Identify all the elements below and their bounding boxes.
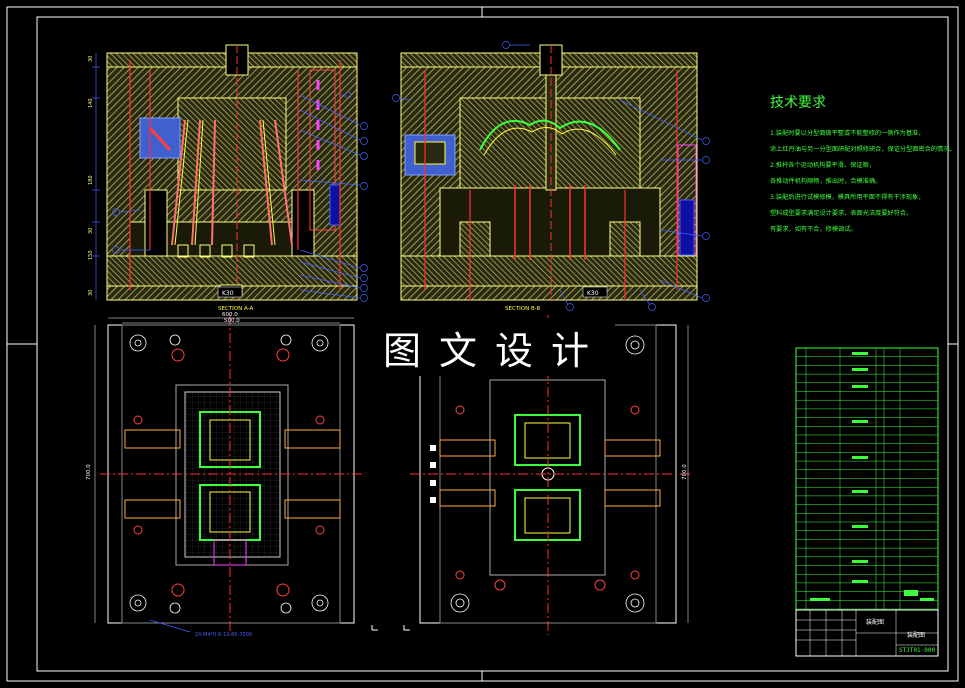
tech-req-line: 1.装配时要以分型面做平整或不能整修的一侧作为基准， bbox=[770, 130, 925, 137]
watermark-text: 图文设计 bbox=[382, 328, 607, 373]
tech-req-line: 3.装配后进行试模修模，模具所用平面不得有干涉现象， bbox=[770, 194, 925, 201]
title-block-name: 装配图 bbox=[866, 618, 884, 626]
title-block: 装配图 装配图 STJT01-000 bbox=[795, 609, 939, 657]
drawing-frame bbox=[6, 6, 959, 682]
dim-height-left: 700.0 bbox=[86, 464, 92, 480]
dim-width-inner: 500.0 bbox=[224, 318, 240, 324]
part-tag-right: K30 bbox=[587, 290, 599, 297]
svg-text:30: 30 bbox=[88, 56, 94, 62]
svg-text:30: 30 bbox=[88, 290, 94, 296]
svg-text:140: 140 bbox=[88, 98, 94, 108]
tech-req-line: 有要求，如有不合，修模调试。 bbox=[770, 226, 857, 233]
watermark-box: 图文设计 bbox=[357, 318, 615, 376]
title-block-code: STJT01-000 bbox=[899, 647, 936, 654]
tech-req-title: 技术要求 bbox=[770, 95, 826, 111]
technical-requirements: 技术要求 1.装配时要以分型面做平整或不能整修的一侧作为基准， 涂上红丹油与另一… bbox=[770, 92, 956, 238]
section-label-b: SECTION B-B bbox=[505, 306, 541, 312]
center-marks bbox=[371, 625, 410, 631]
svg-text:180: 180 bbox=[88, 175, 94, 185]
tech-req-line: 涂上红丹油与另一分型面研配对照修研合，保证分型面密合的情况。 bbox=[770, 146, 956, 153]
dim-height-right: 700.0 bbox=[682, 464, 688, 480]
dim-width-outer: 600.0 bbox=[222, 312, 238, 318]
section-label-a: SECTION A-A bbox=[218, 306, 253, 312]
plan-view-left: 600.0 500.0 700.0 2X-M4*0.8-12-80-7000 bbox=[86, 312, 362, 638]
bottom-note: 2X-M4*0.8-12-80-7000 bbox=[195, 632, 252, 638]
title-block-title: 装配图 bbox=[907, 631, 925, 639]
part-tag-left: K30 bbox=[222, 290, 234, 297]
left-dimension-texts: 30 140 180 30 150 30 bbox=[88, 56, 94, 296]
section-view-a: K30 SECTION A-A bbox=[92, 44, 368, 312]
svg-text:30: 30 bbox=[88, 228, 94, 234]
section-view-b: K30 SECTION B-B bbox=[392, 41, 710, 312]
tech-req-line: 2.推杆各个运动机构要平滑、保证顺， bbox=[770, 162, 875, 169]
svg-text:150: 150 bbox=[88, 250, 94, 260]
tech-req-line: 各推动件机构顺畅，推出时，合模准确。 bbox=[770, 178, 882, 185]
plan-view-right: 700.0 bbox=[410, 315, 690, 635]
parts-list-table bbox=[795, 347, 939, 611]
tech-req-line: 塑料成型要求满足设计要求，表面光洁度要好符合。 bbox=[770, 210, 913, 217]
tech-req-lines: 1.装配时要以分型面做平整或不能整修的一侧作为基准， 涂上红丹油与另一分型面研配… bbox=[770, 126, 956, 238]
